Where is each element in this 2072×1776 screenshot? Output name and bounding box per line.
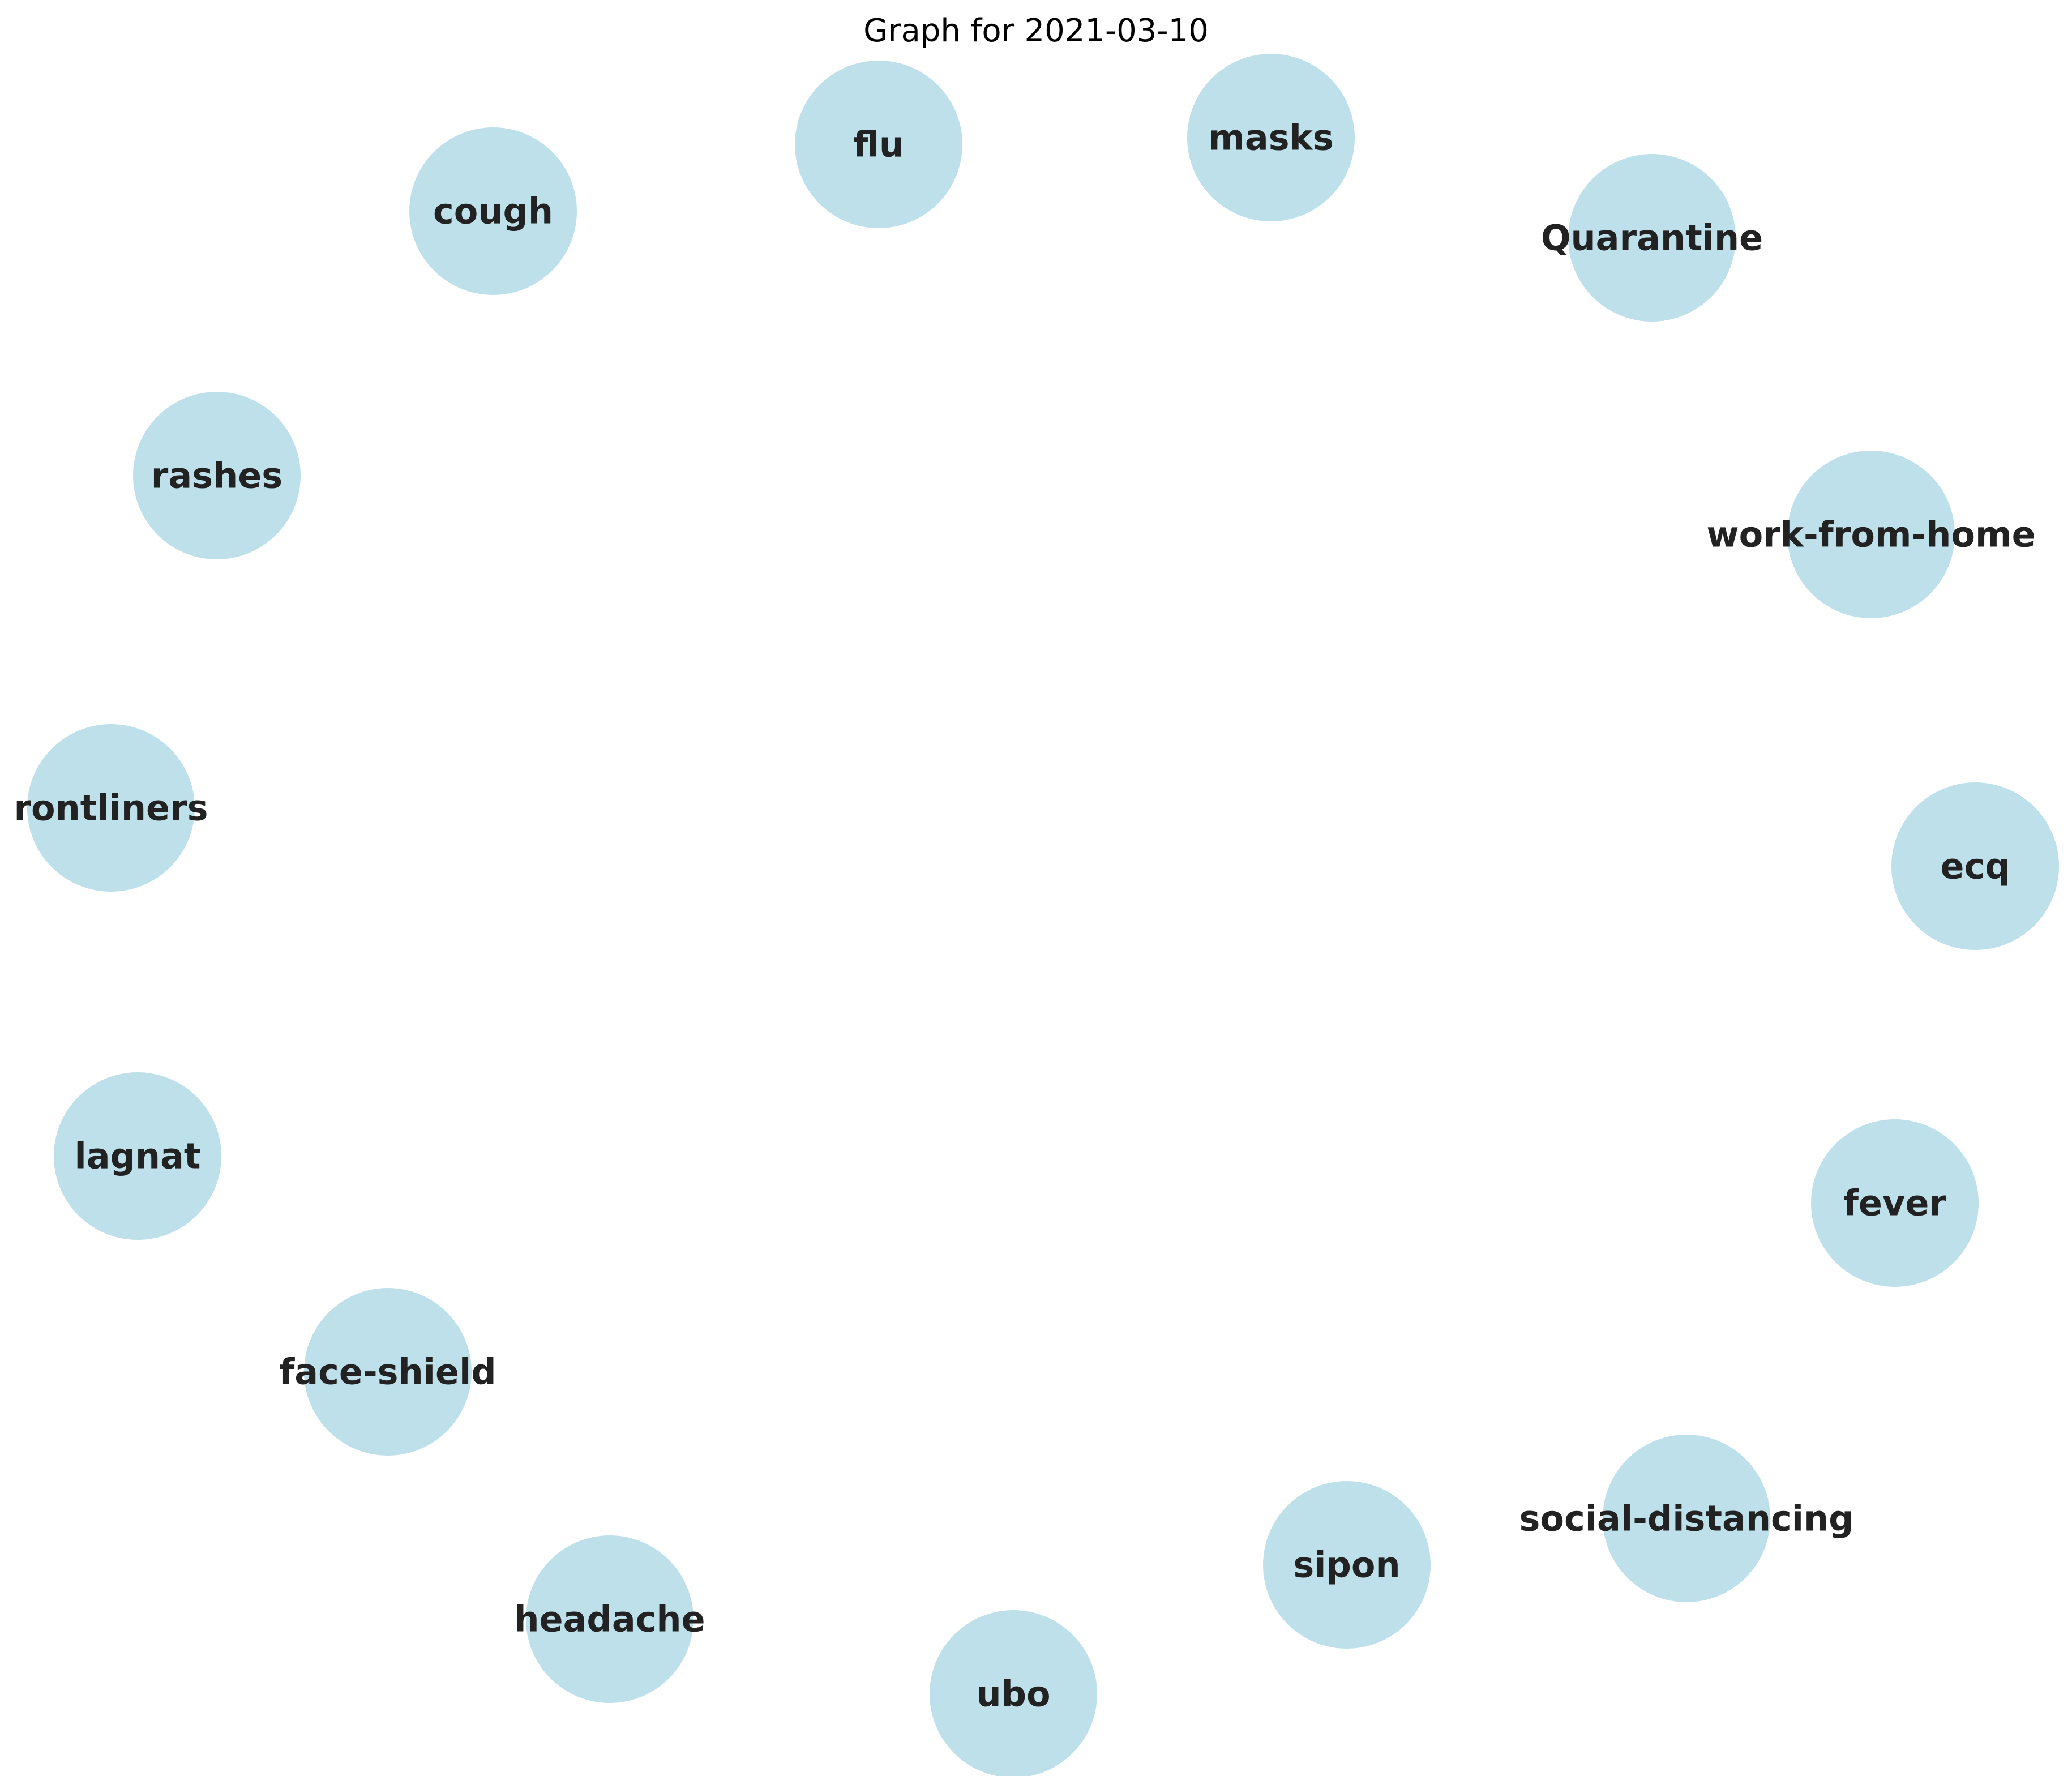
node-label: fever [1843, 1183, 1946, 1224]
node-circle [1787, 451, 1955, 618]
graph-node-ecq: ecq [1891, 782, 2059, 950]
node-circle [526, 1535, 693, 1703]
graph-node-cough: cough [409, 127, 577, 295]
graph-node-masks: masks [1187, 54, 1355, 221]
node-circle [133, 392, 301, 559]
graph-node-face-shield: face-shield [279, 1288, 496, 1456]
node-circle [1811, 1119, 1979, 1287]
graph-node-work-from-home: work-from-home [1706, 451, 2036, 618]
node-label: headache [514, 1599, 705, 1640]
node-label: face-shield [279, 1351, 496, 1393]
graph-node-sipon: sipon [1263, 1481, 1431, 1649]
graph-node-rontliners: rontliners [14, 724, 208, 892]
graph-node-quarantine: Quarantine [1541, 154, 1763, 322]
node-circle [1568, 154, 1736, 322]
node-circle [27, 724, 195, 892]
node-label: rontliners [14, 788, 208, 829]
node-label: ubo [976, 1674, 1050, 1715]
graph-node-lagnat: lagnat [54, 1072, 221, 1240]
graph-node-headache: headache [514, 1535, 705, 1703]
graph-node-flu: flu [795, 61, 962, 228]
node-label: cough [433, 191, 553, 232]
node-label: Quarantine [1541, 217, 1763, 259]
node-circle [409, 127, 577, 295]
graph-node-social-distancing: social-distancing [1519, 1435, 1854, 1602]
node-label: lagnat [74, 1136, 200, 1177]
graph-node-ubo: ubo [930, 1610, 1097, 1776]
node-label: social-distancing [1519, 1498, 1854, 1539]
graph-node-rashes: rashes [133, 392, 301, 559]
node-circle [54, 1072, 221, 1240]
node-label: rashes [151, 455, 282, 497]
node-label: masks [1208, 117, 1333, 159]
graph-title: Graph for 2021-03-10 [863, 12, 1209, 49]
node-circle [1891, 782, 2059, 950]
graph-node-fever: fever [1811, 1119, 1979, 1287]
node-circle [795, 61, 962, 228]
node-label: work-from-home [1706, 514, 2035, 555]
node-circle [304, 1288, 472, 1456]
node-circle [1263, 1481, 1431, 1649]
node-circle [1187, 54, 1355, 221]
node-label: sipon [1293, 1544, 1400, 1586]
node-label: flu [853, 124, 904, 165]
node-label: ecq [1940, 846, 2010, 887]
node-circle [930, 1610, 1097, 1776]
node-circle [1603, 1435, 1770, 1602]
